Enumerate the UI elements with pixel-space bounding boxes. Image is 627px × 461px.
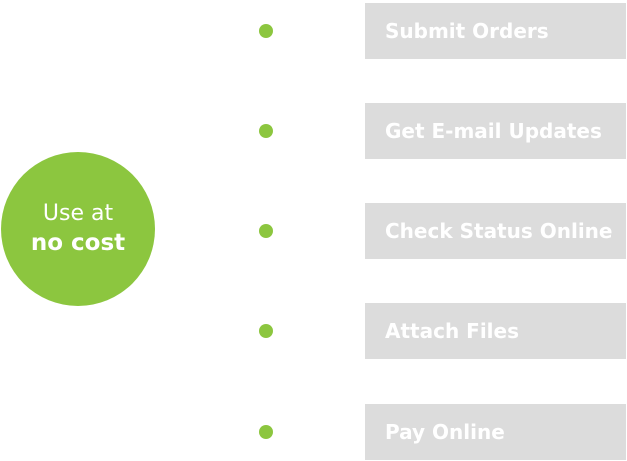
feature-label: Attach Files xyxy=(385,319,519,343)
bullet-dot-icon xyxy=(259,224,273,238)
bullet-dot-icon xyxy=(259,324,273,338)
feature-row-pay-online: Pay Online xyxy=(0,404,627,460)
feature-label: Check Status Online xyxy=(385,219,613,243)
bullet-dot-icon xyxy=(259,124,273,138)
hub-line-use-at: Use at xyxy=(42,201,114,226)
feature-row-attach-files: Attach Files xyxy=(0,303,627,359)
bullet-dot-icon xyxy=(259,24,273,38)
feature-label: Pay Online xyxy=(385,420,505,444)
feature-box-attach-files: Attach Files xyxy=(365,303,626,359)
feature-box-submit-orders: Submit Orders xyxy=(365,3,626,59)
feature-row-submit-orders: Submit Orders xyxy=(0,3,627,59)
bullet-dot-icon xyxy=(259,425,273,439)
feature-label: Get E-mail Updates xyxy=(385,119,602,143)
feature-box-check-status: Check Status Online xyxy=(365,203,626,259)
feature-box-email-updates: Get E-mail Updates xyxy=(365,103,626,159)
feature-box-pay-online: Pay Online xyxy=(365,404,626,460)
feature-label: Submit Orders xyxy=(385,19,549,43)
feature-row-check-status: Check Status Online xyxy=(0,203,627,259)
no-cost-hub-circle: Use at no cost xyxy=(1,152,155,306)
hub-line-no-cost: no cost xyxy=(30,230,126,256)
feature-row-email-updates: Get E-mail Updates xyxy=(0,103,627,159)
